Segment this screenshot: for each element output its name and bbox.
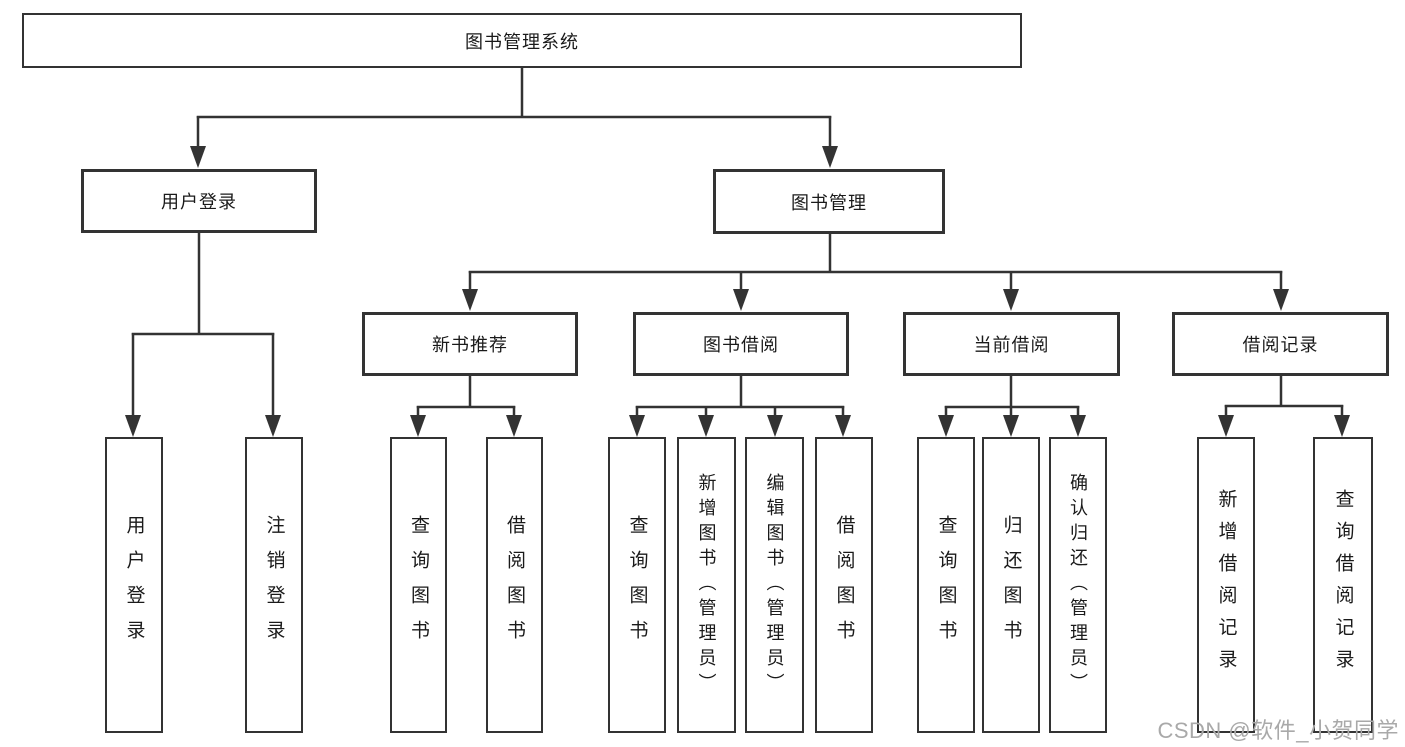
node-label: 借阅图书	[833, 515, 855, 655]
leaf-return-book: 归还图书	[982, 437, 1040, 733]
node-label: 查询借阅记录	[1332, 489, 1354, 681]
node-user-login: 用户登录	[81, 169, 317, 233]
node-new-book-recommend: 新书推荐	[362, 312, 578, 376]
node-label: 借阅图书	[504, 515, 525, 655]
node-library-management-system: 图书管理系统	[22, 13, 1022, 68]
leaf-query-books-borrow: 查询图书	[608, 437, 666, 733]
node-label: 新增图书（管理员）	[696, 472, 717, 698]
leaf-add-borrow-record: 新增借阅记录	[1197, 437, 1255, 733]
leaf-logout: 注销登录	[245, 437, 303, 733]
leaf-user-login: 用户登录	[105, 437, 163, 733]
node-label: 用户登录	[123, 515, 145, 655]
node-current-borrow: 当前借阅	[903, 312, 1120, 376]
node-label: 查询图书	[626, 515, 648, 655]
node-label: 新书推荐	[432, 335, 508, 355]
leaf-query-borrow-record: 查询借阅记录	[1313, 437, 1373, 733]
node-label: 图书管理系统	[465, 31, 579, 52]
node-label: 归还图书	[1000, 515, 1022, 655]
node-label: 新增借阅记录	[1215, 489, 1237, 681]
node-label: 确认归还（管理员）	[1068, 472, 1088, 698]
node-label: 编辑图书（管理员）	[764, 472, 785, 698]
node-label: 注销登录	[263, 515, 285, 655]
node-label: 图书管理	[791, 192, 867, 213]
leaf-query-books-recommend: 查询图书	[390, 437, 447, 733]
node-borrow-records: 借阅记录	[1172, 312, 1389, 376]
node-book-borrow: 图书借阅	[633, 312, 849, 376]
node-label: 查询图书	[935, 515, 957, 655]
csdn-watermark: CSDN @软件_小贺同学	[1157, 718, 1399, 743]
leaf-borrow-books: 借阅图书	[815, 437, 873, 733]
node-label: 查询图书	[408, 515, 429, 655]
leaf-edit-book-admin: 编辑图书（管理员）	[745, 437, 804, 733]
node-label: 图书借阅	[703, 335, 779, 355]
node-book-management: 图书管理	[713, 169, 945, 234]
node-label: 当前借阅	[973, 335, 1050, 355]
leaf-query-books-current: 查询图书	[917, 437, 975, 733]
node-label: 用户登录	[161, 192, 237, 212]
node-label: 借阅记录	[1242, 335, 1319, 355]
leaf-confirm-return-admin: 确认归还（管理员）	[1049, 437, 1107, 733]
leaf-borrow-books-recommend: 借阅图书	[486, 437, 543, 733]
leaf-add-book-admin: 新增图书（管理员）	[677, 437, 736, 733]
